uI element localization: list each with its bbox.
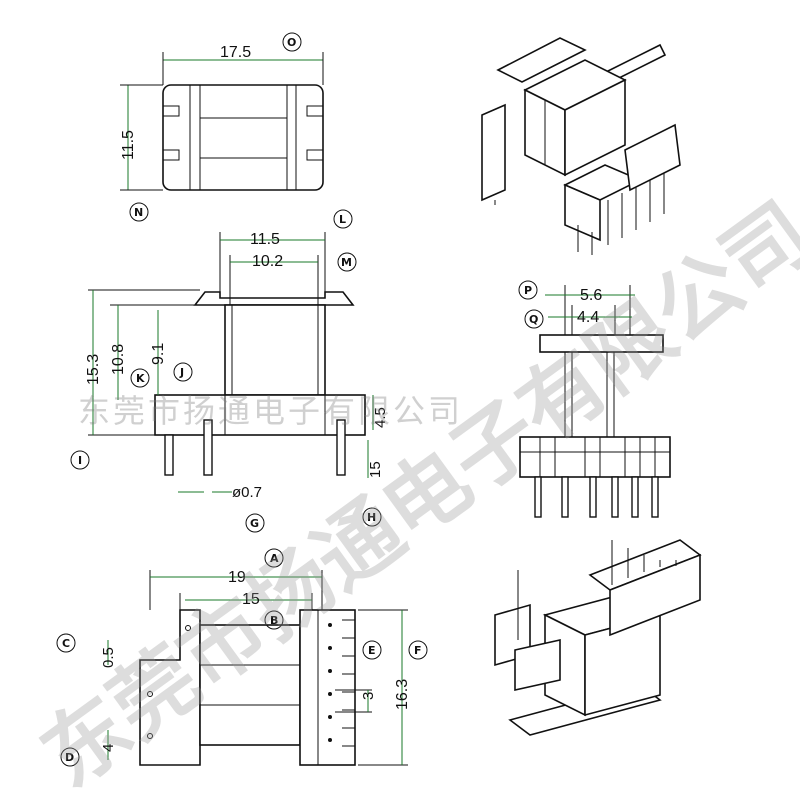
watermark-diagonal: 东莞市扬通电子有限公司 bbox=[24, 184, 800, 800]
label-P: P bbox=[524, 284, 532, 297]
label-O: O bbox=[287, 36, 296, 49]
dim-side-height-total: 15.3 bbox=[85, 354, 102, 385]
dim-side-width-outer: 11.5 bbox=[250, 231, 280, 248]
label-L: L bbox=[339, 213, 346, 226]
label-K: K bbox=[136, 372, 145, 385]
dim-side-height-mid: 10.8 bbox=[110, 344, 127, 375]
dim-top-height: 11.5 bbox=[120, 130, 137, 160]
dim-right-width-inner: 4.4 bbox=[577, 309, 599, 326]
iso-view-top bbox=[481, 37, 681, 255]
label-J: J bbox=[179, 366, 184, 379]
dim-side-width-inner: 10.2 bbox=[252, 253, 283, 270]
watermark-horizontal: 东莞市扬通电子有限公司 bbox=[78, 392, 463, 430]
label-N: N bbox=[134, 206, 143, 219]
dim-top-width: 17.5 bbox=[220, 44, 251, 61]
dim-bottom-width-outer: 19 bbox=[228, 569, 246, 586]
label-G: G bbox=[250, 517, 259, 530]
side-view: 11.5 10.2 15.3 10.8 9.1 4.5 15 ø0.7 L M … bbox=[70, 209, 389, 533]
label-D: D bbox=[65, 751, 74, 764]
dim-bottom-width-inner: 15 bbox=[242, 591, 260, 608]
dim-bottom-side: 4 bbox=[100, 744, 117, 752]
label-I: I bbox=[78, 454, 82, 467]
iso-view-bottom bbox=[494, 539, 702, 736]
dim-bottom-height: 16.3 bbox=[394, 679, 411, 710]
top-view: 17.5 11.5 O N bbox=[120, 32, 324, 222]
label-A: A bbox=[270, 552, 279, 565]
dim-side-height-inner: 9.1 bbox=[150, 343, 167, 365]
end-view: 5.6 4.4 P Q bbox=[518, 280, 671, 518]
dim-pin-diameter: ø0.7 bbox=[232, 484, 262, 501]
label-C: C bbox=[62, 637, 70, 650]
dim-right-width-outer: 5.6 bbox=[580, 287, 602, 304]
label-B: B bbox=[270, 614, 278, 627]
dim-bottom-offset: 0.5 bbox=[100, 647, 117, 668]
label-E: E bbox=[368, 644, 376, 657]
dim-pin-length: 15 bbox=[367, 461, 384, 478]
dim-base-height: 4.5 bbox=[372, 407, 389, 428]
label-M: M bbox=[341, 256, 352, 269]
label-F: F bbox=[414, 644, 422, 657]
dim-bottom-pitch: 3 bbox=[360, 692, 377, 700]
label-Q: Q bbox=[529, 313, 538, 326]
bottom-view: 19 15 0.5 16.3 3 4 A B C D E F bbox=[56, 548, 428, 767]
label-H: H bbox=[367, 511, 376, 524]
